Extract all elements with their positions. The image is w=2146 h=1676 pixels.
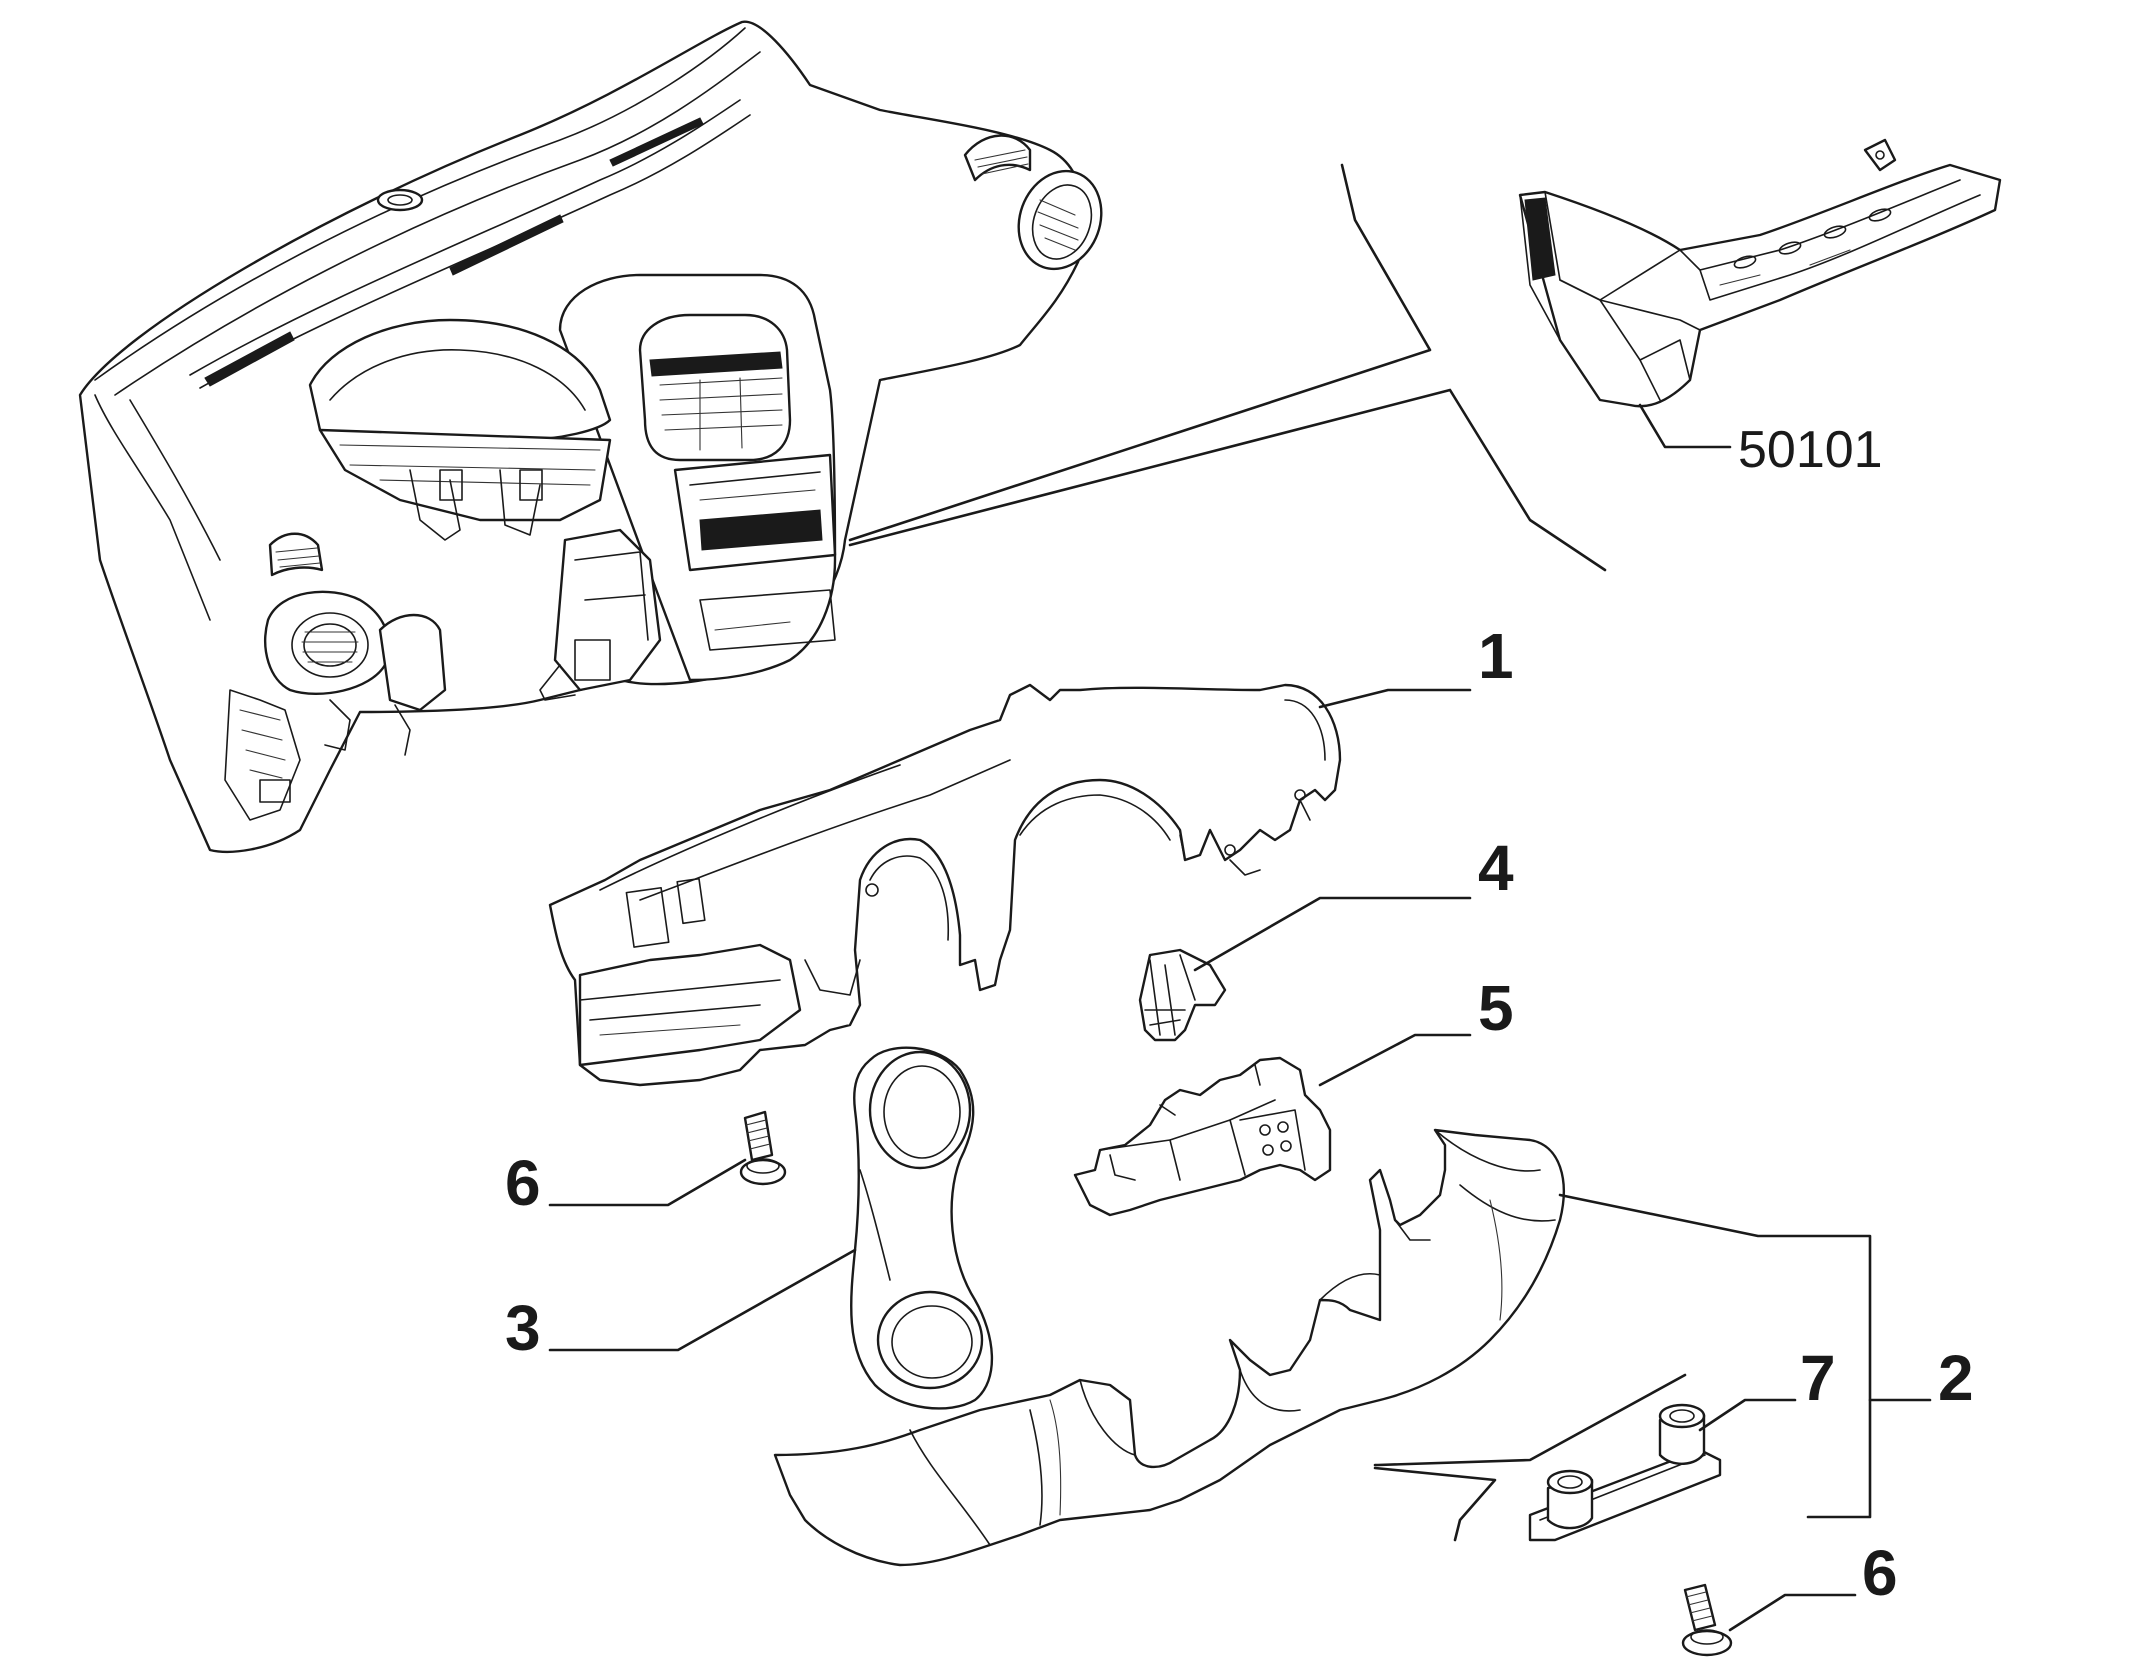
callout-1: 1 (1478, 620, 1514, 692)
right-side-small-vent (963, 134, 1032, 182)
right-round-vent (1017, 169, 1103, 271)
upper-steering-shroud-part-1 (548, 683, 1342, 1087)
clip-part-4 (1138, 948, 1227, 1042)
callout-7: 7 (1800, 1342, 1836, 1414)
callout-6-left: 6 (505, 1147, 541, 1219)
callout-50101: 50101 (1738, 421, 1883, 479)
callout-6-right: 6 (1862, 1537, 1898, 1609)
left-round-vent (264, 590, 390, 696)
left-small-vent (268, 532, 324, 577)
callout-labels: 50101 1 4 5 6 3 7 2 6 (505, 421, 1974, 1609)
callout-3: 3 (505, 1292, 541, 1364)
callout-2: 2 (1938, 1342, 1974, 1414)
callout-4: 4 (1478, 832, 1514, 904)
lower-bracket-structure (539, 528, 662, 701)
cross-member-duct-50101 (1518, 138, 2002, 408)
clip-bar-part-7 (1528, 1403, 1722, 1542)
instrument-cluster-hood (308, 318, 612, 541)
lower-steering-shroud-part-2 (773, 1128, 1565, 1567)
bracket-part-5 (1073, 1056, 1332, 1217)
ring-bezel-part-3 (850, 1046, 994, 1410)
screw-part-6-right (1681, 1583, 1733, 1657)
dashboard-assembly (78, 20, 1103, 853)
callout-5: 5 (1478, 972, 1514, 1044)
center-console (558, 273, 837, 682)
screw-part-6-left (739, 1110, 787, 1186)
leader-lines (548, 163, 1932, 1632)
